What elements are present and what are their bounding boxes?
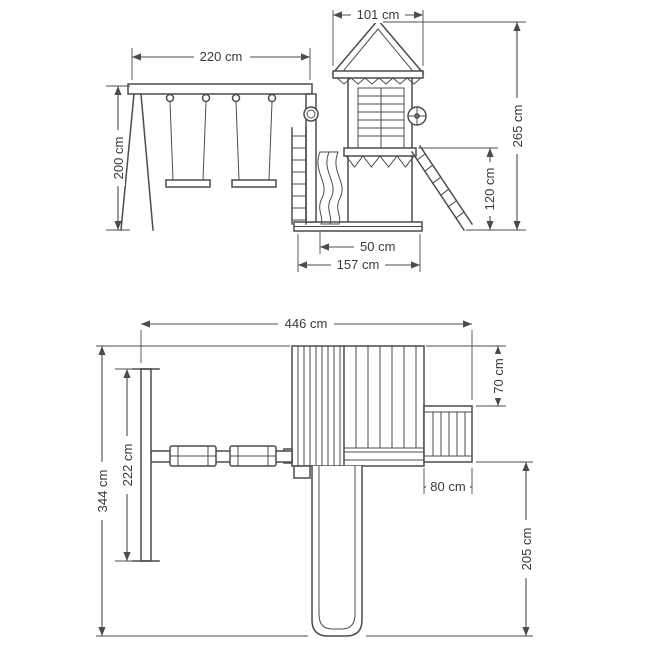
- tower-footprint: [291, 345, 425, 467]
- access-ladder-plan: [423, 405, 473, 463]
- dim-platform-height: 120 cm: [418, 147, 498, 230]
- dim-label-total-width: 446 cm: [285, 316, 328, 331]
- label-backing: [194, 49, 250, 65]
- swing-rope: [235, 101, 240, 181]
- dim-ladder-width: 80 cm: [423, 468, 473, 494]
- platform: [343, 147, 417, 157]
- dim-total-width: 446 cm: [140, 316, 473, 400]
- ladder-rung: [447, 200, 457, 208]
- dim-label-swing-height: 200 cm: [111, 137, 126, 180]
- ladder-footprint: [423, 405, 473, 463]
- tower-roof: [331, 18, 425, 74]
- dim-label-swing-frame-depth: 222 cm: [120, 444, 135, 487]
- label-backing: [118, 436, 134, 494]
- label-backing: [93, 462, 109, 520]
- tower-plan: [283, 345, 425, 467]
- elevation-view: 101 cm 220 cm 200 cm 265 cm: [106, 7, 526, 273]
- dim-label-ladder-width: 80 cm: [430, 479, 465, 494]
- slide-outline: [311, 465, 363, 637]
- dim-slide-clearance: 50 cm: [319, 232, 395, 254]
- porthole-inner: [306, 109, 316, 119]
- dim-base-width: 157 cm: [297, 234, 421, 273]
- slide-wave-line: [335, 151, 343, 225]
- label-backing: [278, 316, 334, 332]
- swing-set-plan: [132, 368, 293, 562]
- roof-inner-line: [377, 28, 413, 71]
- roof-fascia: [332, 70, 424, 79]
- label-backing: [489, 354, 505, 398]
- wheel-hub: [414, 113, 420, 119]
- ladder-rail: [410, 150, 466, 232]
- slide-wave-line: [326, 151, 334, 225]
- dim-roof-width: 101 cm: [332, 7, 424, 66]
- swing-rope: [202, 101, 207, 181]
- label-backing: [109, 130, 125, 186]
- label-backing: [508, 98, 524, 154]
- ladder-rail: [418, 144, 474, 226]
- slide-elevation: [317, 151, 343, 225]
- swing-beam: [127, 83, 313, 95]
- swing-hanger-ring: [231, 93, 241, 103]
- dim-label-slide-length: 205 cm: [519, 528, 534, 571]
- swing-seat: [231, 179, 277, 188]
- swing-hanger-ring: [201, 93, 211, 103]
- dim-label-beam-width: 220 cm: [200, 49, 243, 64]
- ladder-rung: [440, 188, 450, 196]
- dim-label-total-depth: 344 cm: [95, 470, 110, 513]
- porthole-icon: [303, 106, 319, 122]
- dim-beam-width: 220 cm: [131, 48, 311, 80]
- dim-label-total-height: 265 cm: [510, 105, 525, 148]
- slide-step: [293, 465, 311, 479]
- swing-rope: [268, 101, 273, 181]
- dim-total-height: 265 cm: [383, 21, 526, 231]
- swing-frame-leg: [120, 93, 135, 231]
- slide-plan: [293, 465, 363, 637]
- label-backing: [517, 520, 533, 578]
- dim-label-base-width: 157 cm: [337, 257, 380, 272]
- ladder-rung: [432, 176, 442, 184]
- dim-total-depth: 344 cm: [93, 345, 308, 637]
- dim-label-roof-width: 101 cm: [357, 7, 400, 22]
- dim-swing-frame-depth: 222 cm: [115, 368, 137, 562]
- swing-frame-leg: [140, 93, 154, 231]
- dim-slide-length: 205 cm: [366, 461, 534, 637]
- dim-swing-height: 200 cm: [106, 85, 130, 231]
- dim-label-slide-clearance: 50 cm: [360, 239, 395, 254]
- slide-end-cap: [318, 613, 356, 630]
- swing-hanger-ring: [165, 93, 175, 103]
- ladder-rung: [455, 211, 465, 219]
- swing-rope: [169, 101, 174, 181]
- label-backing: [331, 257, 385, 273]
- tower-elevation: [291, 18, 427, 232]
- swing-hanger-ring: [267, 93, 277, 103]
- ladder-rung: [424, 164, 434, 172]
- swing-set-elevation: [120, 83, 313, 231]
- access-ladder-elevation: [410, 144, 474, 232]
- roof-shingle-edge: [336, 77, 422, 85]
- plan-view: 446 cm 344 cm 222 cm 70 cm: [93, 316, 534, 637]
- dim-label-tower-depth: 70 cm: [491, 358, 506, 393]
- pennant-banner: [345, 155, 415, 168]
- swing-frame-bar: [140, 368, 152, 562]
- label-backing: [481, 162, 497, 216]
- label-backing: [351, 7, 405, 23]
- swing-seat: [165, 179, 211, 188]
- roof-inner-line: [343, 28, 379, 71]
- label-backing: [426, 479, 470, 494]
- dim-label-platform-height: 120 cm: [482, 168, 497, 211]
- dim-tower-depth: 70 cm: [426, 345, 506, 407]
- ladder-rung: [416, 153, 426, 161]
- slide-wave-line: [317, 151, 325, 225]
